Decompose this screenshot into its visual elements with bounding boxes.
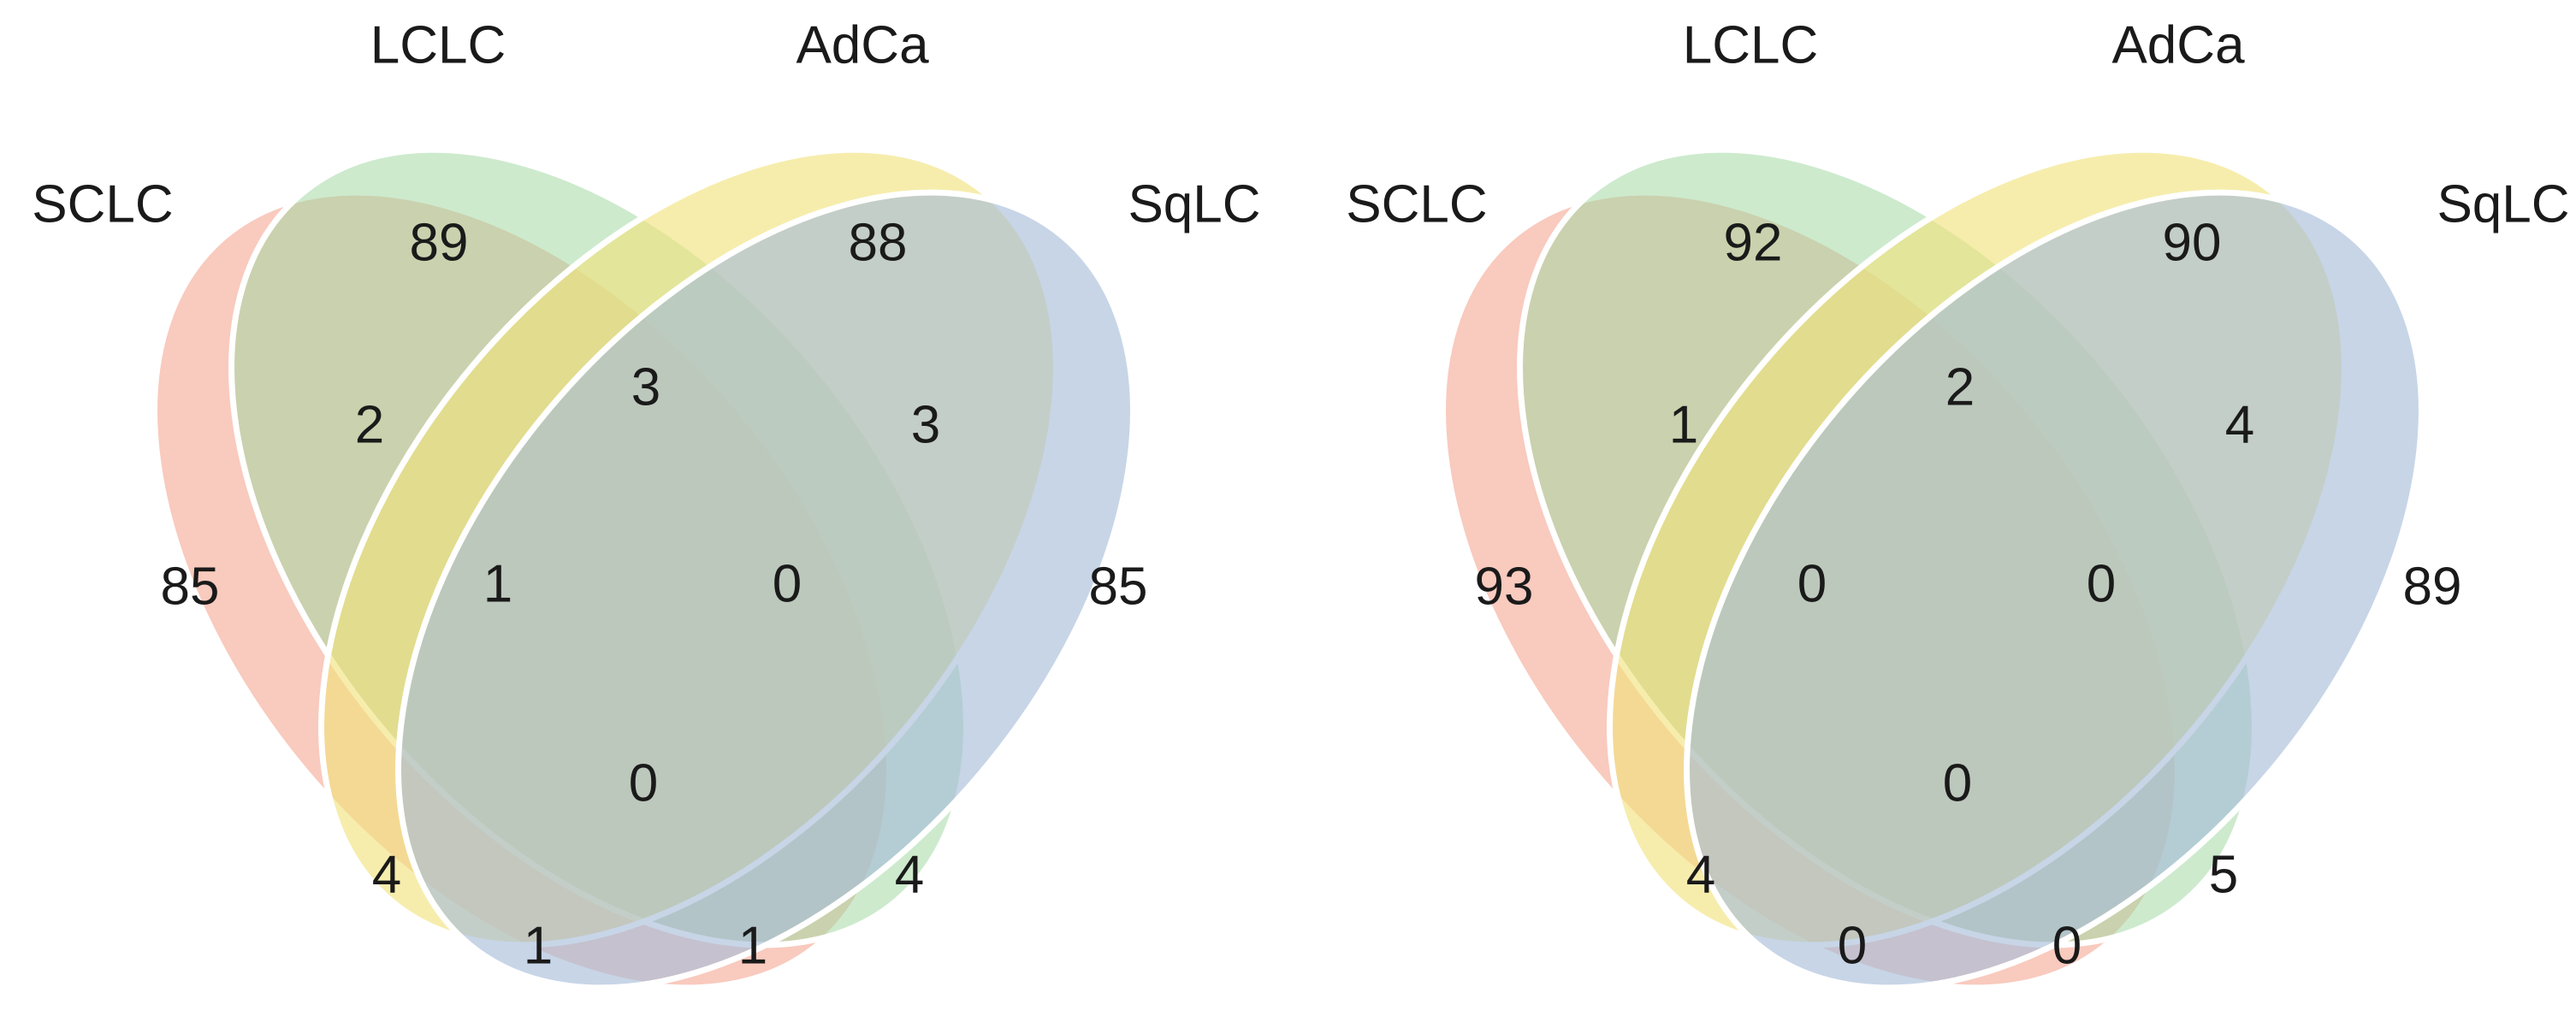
count-sclc-only-b: 93	[1475, 557, 1534, 616]
venn-panel-b: SCLC LCLC AdCa SqLC 93 92 90 89 1 2 4 0 …	[1288, 0, 2576, 1028]
set-label-adca-b: AdCa	[2111, 15, 2245, 74]
count-sclc-only-a: 85	[161, 557, 220, 616]
set-label-sclc-b: SCLC	[1346, 174, 1487, 233]
count-lclc-only-a: 89	[410, 213, 469, 272]
count-sclc-adca-sqlc-a: 1	[738, 916, 767, 975]
count-sclc-lclc-adca-b: 0	[1797, 554, 1827, 613]
count-lclc-sqlc-b: 5	[2209, 845, 2238, 904]
set-label-adca-a: AdCa	[796, 15, 929, 74]
set-label-lclc-a: LCLC	[370, 15, 506, 74]
venn-panel-a: SCLC LCLC AdCa SqLC 85 89 88 85 2 3 3 1 …	[32, 15, 1261, 991]
count-sclc-adca-sqlc-b: 0	[2052, 916, 2082, 975]
set-label-sqlc-b: SqLC	[2437, 174, 2569, 233]
count-sclc-adca-b: 4	[1686, 845, 1715, 904]
count-adca-sqlc-a: 3	[911, 395, 940, 454]
count-sclc-adca-a: 4	[372, 845, 401, 904]
venn-diagram-b: SCLC LCLC AdCa SqLC 93 92 90 89 1 2 4 0 …	[1346, 15, 2570, 991]
count-sclc-lclc-a: 2	[355, 395, 384, 454]
count-sclc-lclc-adca-a: 1	[483, 554, 512, 613]
count-lclc-adca-sqlc-a: 0	[773, 554, 802, 613]
count-all-four-b: 0	[1943, 753, 1972, 812]
set-label-lclc-b: LCLC	[1683, 15, 1819, 74]
count-lclc-adca-a: 3	[631, 357, 660, 417]
count-sclc-lclc-sqlc-b: 0	[1838, 916, 1867, 975]
count-sclc-lclc-b: 1	[1669, 395, 1698, 454]
count-lclc-adca-b: 2	[1945, 357, 1975, 417]
set-label-sclc-a: SCLC	[32, 174, 173, 233]
ellipse-sqlc-a	[395, 189, 1136, 991]
count-lclc-sqlc-a: 4	[895, 845, 924, 904]
ellipse-sqlc-b	[1684, 189, 2425, 991]
count-adca-sqlc-b: 4	[2225, 395, 2254, 454]
count-sqlc-only-a: 85	[1089, 557, 1148, 616]
count-all-four-a: 0	[629, 753, 658, 812]
count-lclc-only-b: 92	[1724, 213, 1783, 272]
count-adca-only-a: 88	[849, 213, 908, 272]
count-sclc-lclc-sqlc-a: 1	[524, 916, 553, 975]
venn-diagram-a: SCLC LCLC AdCa SqLC 85 89 88 85 2 3 3 1 …	[32, 15, 1261, 991]
set-label-sqlc-a: SqLC	[1128, 174, 1260, 233]
count-sqlc-only-b: 89	[2403, 557, 2462, 616]
count-lclc-adca-sqlc-b: 0	[2087, 554, 2116, 613]
count-adca-only-b: 90	[2163, 213, 2222, 272]
